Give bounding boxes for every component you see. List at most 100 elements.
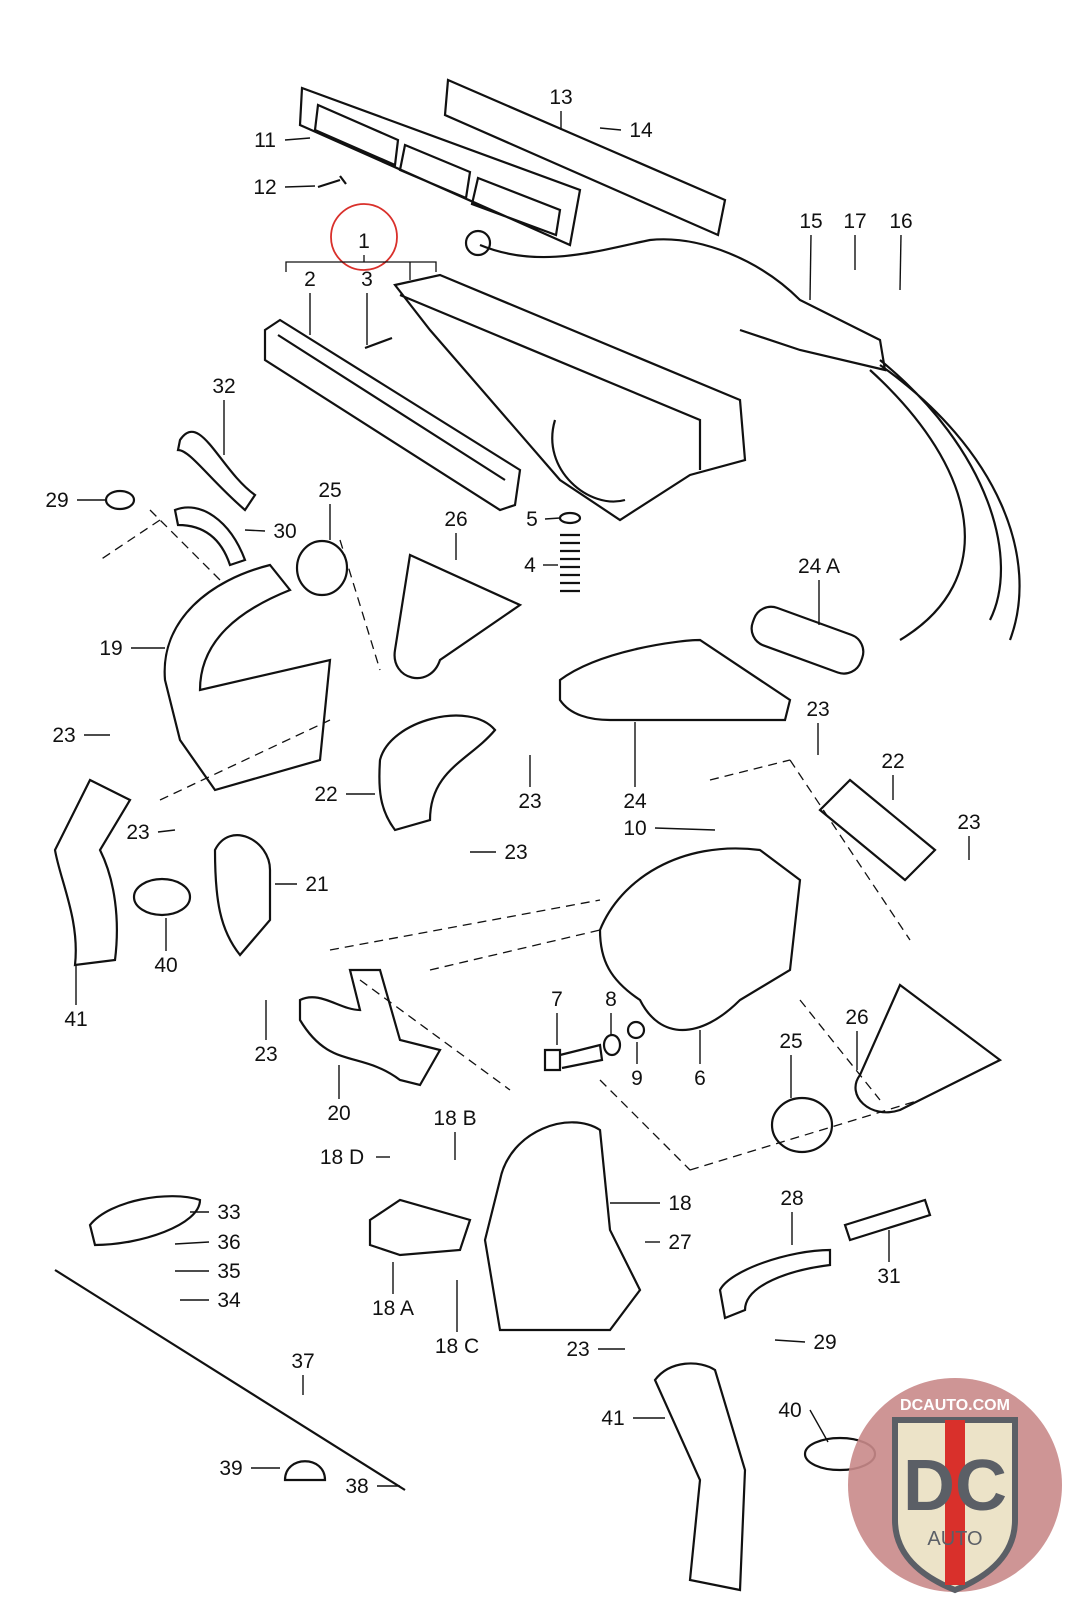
- callout-40: 40: [154, 954, 177, 977]
- part-24a-gasket: [750, 605, 865, 675]
- watermark-auto: AUTO: [927, 1528, 982, 1550]
- callout-27: 27: [668, 1231, 691, 1254]
- callout-31: 31: [877, 1265, 900, 1288]
- leader-line-23: [157, 829, 176, 833]
- callout-4: 4: [524, 554, 536, 577]
- part-drawings: [53, 78, 1021, 1592]
- leader-line-30: [244, 529, 266, 532]
- callout-41: 41: [64, 1008, 87, 1031]
- part-39-grommet: [283, 1460, 327, 1482]
- part-31-hose: [843, 1198, 932, 1242]
- part-2-gasket: [263, 318, 522, 512]
- callout-34: 34: [217, 1289, 241, 1312]
- callout-21: 21: [305, 873, 328, 896]
- part-28-hose: [718, 1248, 832, 1320]
- callout-7: 7: [551, 988, 563, 1011]
- watermark-dc: DC: [903, 1446, 1007, 1526]
- callout-25: 25: [318, 479, 341, 502]
- leader-line-12: [284, 185, 316, 188]
- bracket-1: [285, 255, 437, 280]
- part-40-seal-left: [132, 877, 192, 917]
- leader-line-10: [654, 827, 716, 831]
- part-5-ring: [558, 511, 582, 525]
- callout-23: 23: [566, 1338, 589, 1361]
- callout-11: 11: [254, 129, 276, 152]
- assembly-lines: [99, 509, 921, 1171]
- callout-22: 22: [881, 750, 904, 773]
- callout-30: 30: [273, 520, 296, 543]
- callout-18b: 18 B: [433, 1107, 476, 1130]
- part-41-pipe-bottom: [653, 1362, 747, 1592]
- callout-5: 5: [526, 508, 538, 531]
- callout-39: 39: [219, 1457, 242, 1480]
- callout-28: 28: [780, 1187, 803, 1210]
- callout-9: 9: [631, 1067, 643, 1090]
- part-33-cover: [88, 1195, 202, 1247]
- leader-line-36: [174, 1241, 210, 1245]
- callout-13: 13: [549, 86, 572, 109]
- callout-23: 23: [254, 1043, 277, 1066]
- leader-line-15: [809, 234, 812, 301]
- callout-18c: 18 C: [435, 1335, 479, 1358]
- callout-12: 12: [253, 176, 276, 199]
- callout-16: 16: [889, 210, 912, 233]
- callout-3: 3: [361, 268, 373, 291]
- callout-33: 33: [217, 1201, 240, 1224]
- callout-26: 26: [845, 1006, 868, 1029]
- callout-22: 22: [314, 783, 337, 806]
- callout-23: 23: [126, 821, 149, 844]
- leader-line-5: [544, 517, 561, 520]
- callout-19: 19: [99, 637, 122, 660]
- leader-line-14: [599, 127, 622, 131]
- part-11-gasket-plate: [298, 86, 582, 247]
- callout-24a: 24 A: [798, 555, 840, 578]
- part-26-funnel: [393, 553, 523, 680]
- leader-line-11: [284, 137, 311, 141]
- callout-26: 26: [444, 508, 467, 531]
- callout-29: 29: [45, 489, 68, 512]
- callout-20: 20: [327, 1102, 350, 1125]
- part-harness-grommet: [464, 229, 492, 257]
- callout-32: 32: [212, 375, 235, 398]
- part-10-6-blower: [598, 847, 802, 1032]
- callout-40: 40: [778, 1399, 801, 1422]
- callout-17: 17: [843, 210, 866, 233]
- callout-15: 15: [799, 210, 822, 233]
- part-41-pipe-left: [53, 778, 132, 967]
- callout-23: 23: [518, 790, 541, 813]
- callout-23: 23: [957, 811, 980, 834]
- part-26-funnel-right: [854, 983, 1003, 1114]
- leader-line-29: [774, 1339, 806, 1343]
- callout-41: 41: [601, 1407, 624, 1430]
- part-25-sleeve-right: [770, 1096, 834, 1154]
- part-24-duct: [558, 638, 792, 722]
- part-13-panel: [443, 78, 727, 237]
- callout-24: 24: [623, 790, 647, 813]
- part-37-cable: [54, 1269, 406, 1491]
- part-9-nut: [626, 1020, 646, 1040]
- highlight-circle: [330, 203, 398, 271]
- callout-18: 18: [668, 1192, 691, 1215]
- callout-36: 36: [217, 1231, 240, 1254]
- leader-line-16: [899, 234, 902, 291]
- callout-10: 10: [623, 817, 646, 840]
- part-32-hose: [176, 430, 257, 512]
- callout-18d: 18 D: [320, 1146, 364, 1169]
- part-20-y-pipe: [298, 968, 442, 1087]
- part-21-pipe: [213, 834, 272, 957]
- part-19-heat-exchanger: [163, 563, 332, 792]
- callout-29: 29: [813, 1331, 836, 1354]
- callout-35: 35: [217, 1260, 240, 1283]
- part-8-washer: [602, 1033, 622, 1057]
- part-22-pipe-right: [818, 778, 937, 882]
- part-25-sleeve: [295, 539, 349, 597]
- leader-line-40: [809, 1409, 829, 1443]
- callout-23: 23: [504, 841, 527, 864]
- part-22-elbow-left: [378, 714, 497, 832]
- part-18a-plate: [368, 1198, 472, 1257]
- callout-18a: 18 A: [372, 1297, 414, 1320]
- callout-38: 38: [345, 1475, 368, 1498]
- callout-14: 14: [629, 119, 653, 142]
